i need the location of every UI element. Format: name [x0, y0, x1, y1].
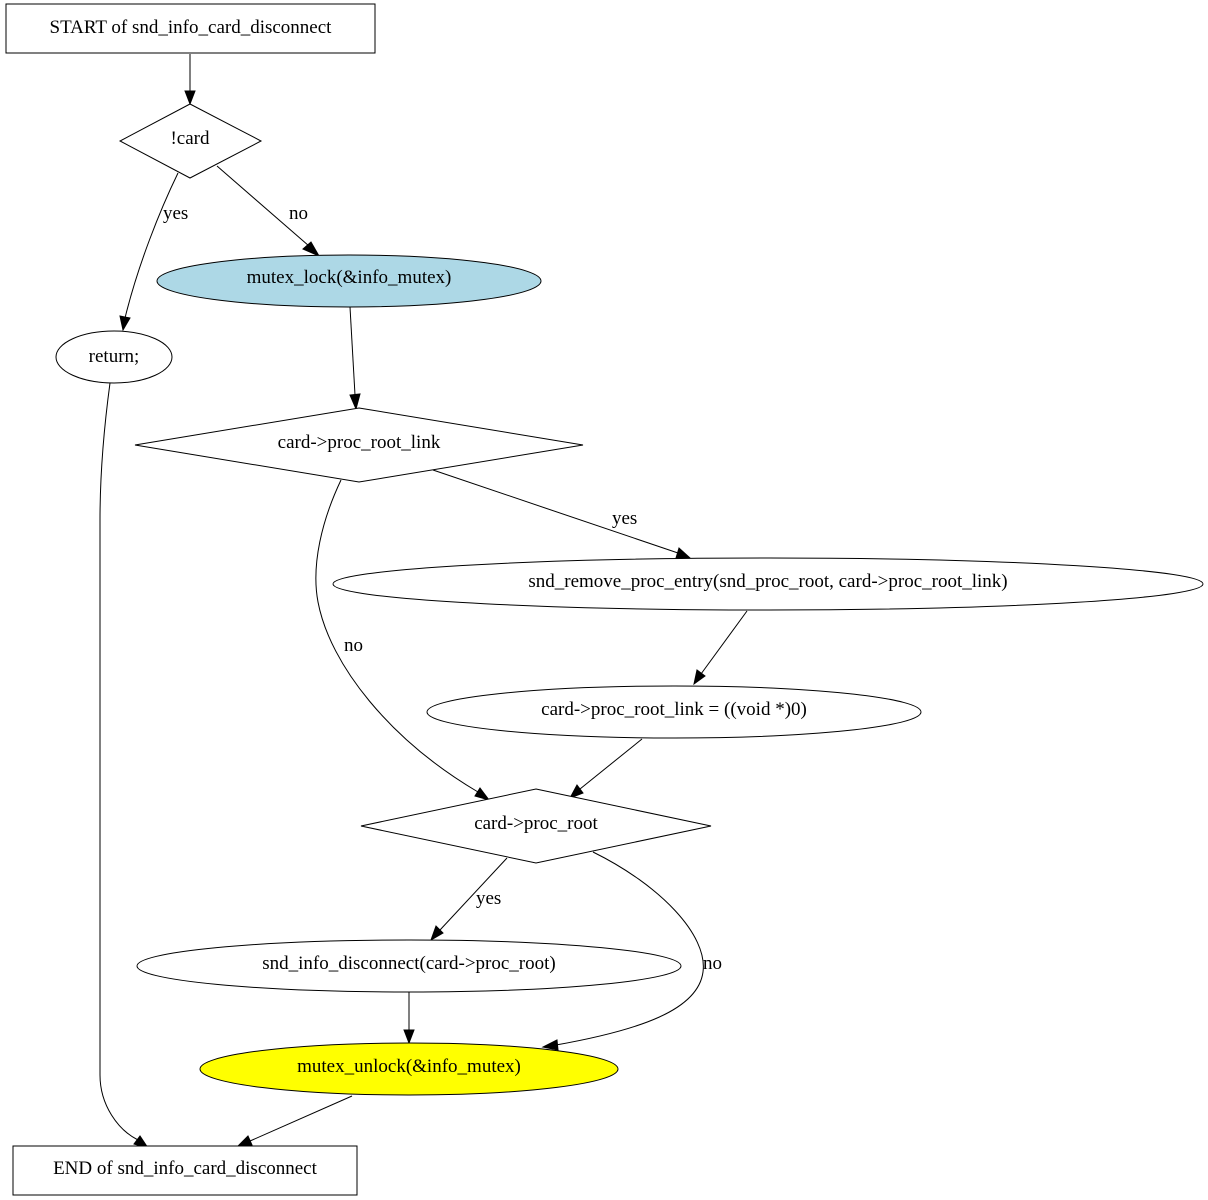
edge-unlock-to-end: [249, 1095, 353, 1142]
decision-proc-root-label: card->proc_root: [474, 813, 598, 834]
null-link-label: card->proc_root_link = ((void *)0): [541, 699, 807, 720]
start-node: [5, 3, 376, 54]
arrowhead: [119, 315, 131, 332]
decision-card: [118, 103, 263, 179]
arrowhead: [541, 1039, 559, 1051]
decision-proc-root: [360, 788, 712, 864]
end-node: [12, 1145, 358, 1196]
arrowhead: [568, 784, 584, 799]
edge-label-link-yes: yes: [612, 508, 637, 529]
mutex-lock-label: mutex_lock(&info_mutex): [247, 267, 452, 288]
end-node-label: END of snd_info_card_disconnect: [53, 1158, 318, 1179]
edge-label-card-no: no: [289, 203, 308, 224]
arrowhead: [302, 241, 321, 258]
arrowhead: [474, 787, 491, 801]
edge-null-to-root: [579, 738, 643, 790]
arrowhead: [403, 1029, 415, 1045]
edge-label-root-yes: yes: [476, 888, 501, 909]
arrowhead: [184, 90, 196, 106]
edge-link-yes: [432, 469, 679, 554]
edge-return-to-end: [99, 382, 139, 1141]
edge-link-no: [315, 479, 479, 793]
edge-lock-to-link: [349, 306, 356, 396]
decision-proc-root-link: [134, 407, 584, 483]
edge-label-link-no: no: [344, 635, 363, 656]
arrowhead: [235, 1135, 253, 1148]
edge-root-yes: [439, 857, 508, 931]
edge-root-no: [555, 851, 704, 1046]
arrowhead: [675, 547, 692, 559]
arrowhead: [349, 393, 361, 411]
disconnect-node: [136, 939, 682, 993]
mutex-unlock-label: mutex_unlock(&info_mutex): [297, 1056, 521, 1077]
edge-label-card-yes: yes: [163, 203, 188, 224]
decision-proc-root-link-label: card->proc_root_link: [278, 432, 441, 453]
start-node-label: START of snd_info_card_disconnect: [50, 17, 333, 38]
decision-card-label: !card: [170, 128, 210, 149]
null-link-node: [426, 685, 922, 739]
edge-card-no: [216, 165, 310, 247]
edge-card-yes: [124, 172, 179, 319]
remove-proc-entry-label: snd_remove_proc_entry(snd_proc_root, car…: [528, 571, 1007, 592]
edge-label-root-no: no: [703, 953, 722, 974]
mutex-lock-node: [156, 254, 542, 308]
arrowhead: [430, 925, 444, 942]
return-node-label: return;: [89, 346, 140, 367]
remove-proc-entry-node: [332, 557, 1204, 611]
return-node: [55, 330, 173, 384]
arrowhead: [693, 669, 706, 686]
edge-remove-to-null: [700, 610, 748, 675]
disconnect-label: snd_info_disconnect(card->proc_root): [262, 953, 556, 974]
mutex-unlock-node: [199, 1042, 619, 1096]
